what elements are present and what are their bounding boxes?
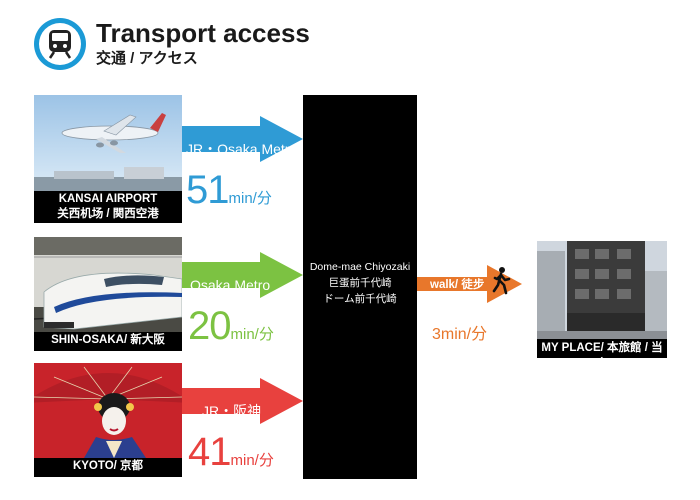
building-photo	[537, 241, 667, 339]
travel-minutes: 41	[188, 430, 231, 474]
train-logo	[34, 18, 86, 70]
route-arrow-shin-osaka	[182, 252, 303, 298]
travel-minutes: 20	[188, 304, 231, 348]
line-label-kyoto: JR・阪神	[202, 403, 262, 419]
travel-time-shin-osaka: 20min/分	[188, 306, 274, 346]
route-arrow-kyoto	[182, 378, 303, 424]
route-arrow-kansai	[182, 116, 303, 162]
walk-arrow	[417, 265, 522, 303]
origin-name: KANSAI AIRPORT	[58, 193, 158, 205]
walking-person-icon	[492, 267, 511, 295]
destination-caption: MY PLACE/ 本旅館 / 当宿	[537, 339, 667, 370]
origin-name-jp: 关西机场 / 関西空港	[57, 208, 159, 220]
station-name-cn: 巨蛋前千代崎	[328, 277, 392, 289]
geisha-photo	[34, 363, 182, 458]
line-label-shin-osaka: Osaka Metro	[190, 277, 271, 293]
travel-minutes: 51	[186, 168, 229, 212]
walk-time: 3min/分	[432, 326, 488, 343]
station-name-en: Dome-mae Chiyozaki	[309, 261, 411, 273]
page-subtitle: 交通 / アクセス	[96, 50, 198, 67]
origin-caption-kyoto: KYOTO/ 京都	[34, 458, 182, 477]
train-icon	[48, 30, 72, 59]
travel-unit: min/分	[228, 190, 272, 207]
station-box: Dome-mae Chiyozaki 巨蛋前千代崎 ドーム前千代崎	[303, 95, 417, 479]
travel-unit: min/分	[230, 452, 274, 469]
page-title: Transport access	[96, 18, 310, 48]
line-label-kansai: JR・Osaka Metro	[186, 141, 298, 157]
airplane-photo	[34, 95, 182, 191]
origin-caption-shin-osaka: SHIN-OSAKA/ 新大阪	[34, 332, 182, 351]
travel-time-kansai: 51min/分	[186, 170, 272, 210]
walk-label: walk/ 徒步	[430, 279, 485, 291]
origin-name: SHIN-OSAKA/ 新大阪	[51, 334, 165, 346]
station-name-jp: ドーム前千代崎	[323, 293, 397, 305]
origin-name: KYOTO/ 京都	[72, 460, 144, 472]
bullet-train-photo	[34, 237, 182, 332]
origin-caption-kansai: KANSAI AIRPORT 关西机场 / 関西空港	[34, 191, 182, 223]
travel-unit: min/分	[230, 326, 274, 343]
travel-time-kyoto: 41min/分	[188, 432, 274, 472]
